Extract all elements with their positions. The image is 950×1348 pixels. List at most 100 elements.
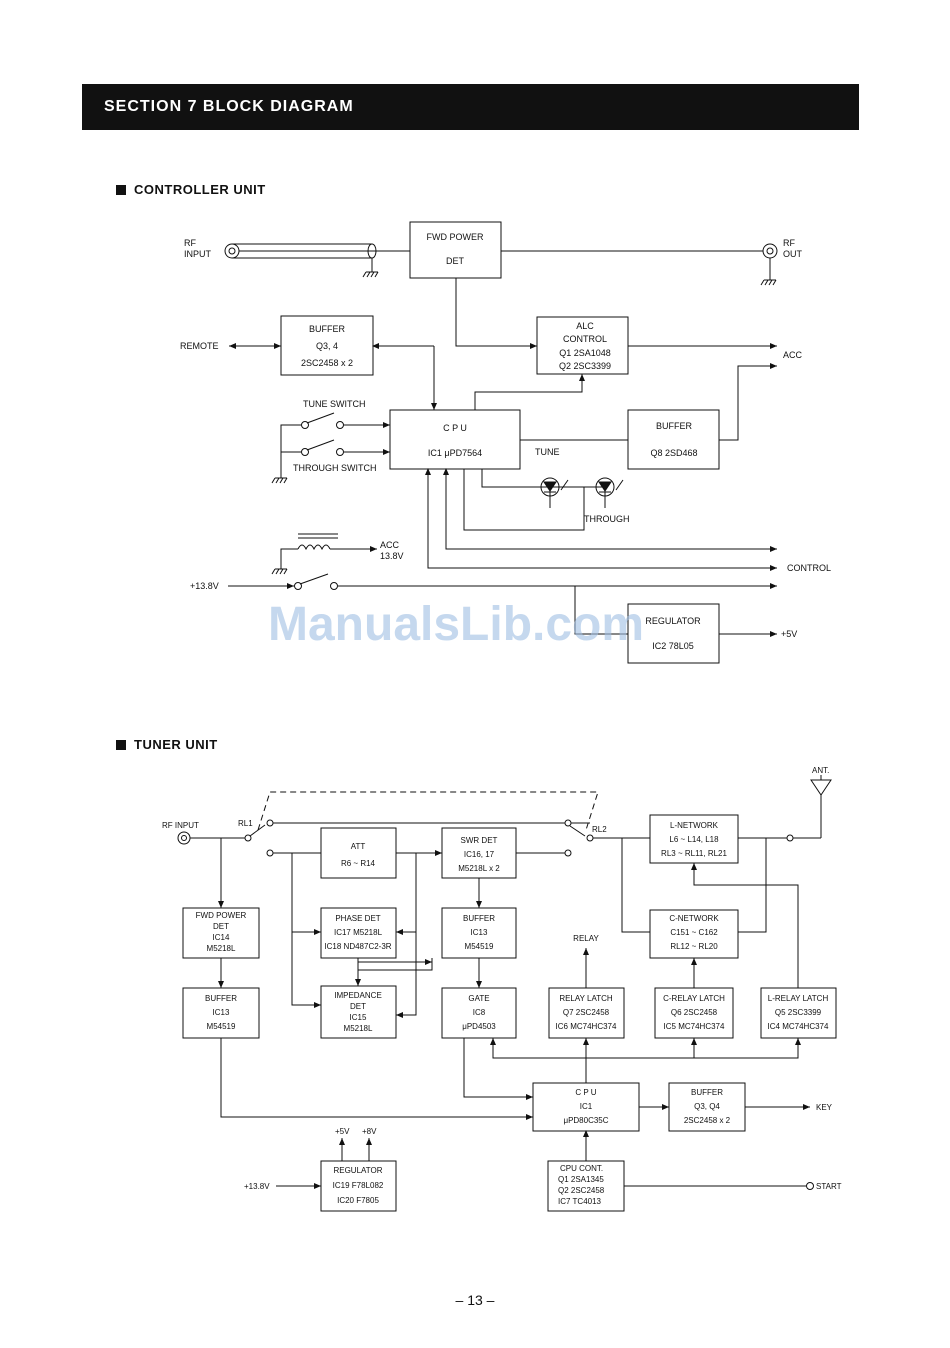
alc-title: ALC <box>576 321 594 331</box>
rf-out-label: RF <box>783 238 795 248</box>
buf34-q: Q3, Q4 <box>694 1102 720 1111</box>
lnet-coils: L6 ~ L14, L18 <box>669 835 719 844</box>
controller-heading: CONTROLLER UNIT <box>116 182 266 197</box>
clatch-ic: IC5 MC74HC374 <box>664 1022 725 1031</box>
remote-label: REMOTE <box>180 341 219 351</box>
tuner-rf-input-label: RF INPUT <box>162 821 199 830</box>
swr-ic: IC16, 17 <box>464 850 495 859</box>
square-bullet-icon <box>116 185 126 195</box>
rf-out-label-2: OUT <box>783 249 803 259</box>
llatch-ic: IC4 MC74HC374 <box>768 1022 829 1031</box>
controller-heading-text: CONTROLLER UNIT <box>134 182 266 197</box>
att-title: ATT <box>351 842 366 851</box>
swr-part: M5218L x 2 <box>458 864 500 873</box>
ant-label: ANT. <box>812 766 829 775</box>
cnet-title: C-NETWORK <box>669 914 719 923</box>
buffer1-transistors: 2SC2458 x 2 <box>301 358 353 368</box>
start-label: START <box>816 1182 842 1191</box>
buffer1-parts: Q3, 4 <box>316 341 338 351</box>
v5-label: +5V <box>781 629 797 639</box>
tune-led-label: TUNE <box>535 447 560 457</box>
alc-q2: Q2 2SC3399 <box>559 361 611 371</box>
buffer2-part: Q8 2SD468 <box>650 448 697 458</box>
page-number: – 13 – <box>455 1292 495 1308</box>
tuner-cpu-ic: IC1 <box>580 1102 593 1111</box>
buf13b-title: BUFFER <box>205 994 237 1003</box>
gate-title: GATE <box>468 994 489 1003</box>
rf-input-label-2: INPUT <box>184 249 212 259</box>
att-parts: R6 ~ R14 <box>341 859 376 868</box>
tune-switch-label: TUNE SWITCH <box>303 399 366 409</box>
llatch-q: Q5 2SC3399 <box>775 1008 822 1017</box>
buf13b-ic: IC13 <box>213 1008 230 1017</box>
key-label: KEY <box>816 1103 833 1112</box>
section-title: SECTION 7 BLOCK DIAGRAM <box>104 98 354 115</box>
imp-ic: IC15 <box>350 1013 367 1022</box>
imp-part: M5218L <box>344 1024 373 1033</box>
acc138-label: ACC <box>380 540 400 550</box>
tuner-heading: TUNER UNIT <box>116 737 218 752</box>
control-label: CONTROL <box>787 563 831 573</box>
regulator-ic: IC2 78L05 <box>652 641 694 651</box>
acc-label: ACC <box>783 350 803 360</box>
reg-title: REGULATOR <box>333 1166 382 1175</box>
llatch-title: L-RELAY LATCH <box>768 994 829 1003</box>
cpucont-q1: Q1 2SA1345 <box>558 1175 604 1184</box>
fwd-power-det: DET <box>446 256 465 266</box>
buf13a-title: BUFFER <box>463 914 495 923</box>
cnet-relays: RL12 ~ RL20 <box>670 942 718 951</box>
imp-title: IMPEDANCE <box>334 991 382 1000</box>
gate-part: μPD4503 <box>462 1022 496 1031</box>
cpucont-title: CPU CONT. <box>560 1164 603 1173</box>
cpu-title: C P U <box>443 423 467 433</box>
rlatch-ic: IC6 MC74HC374 <box>556 1022 617 1031</box>
phase-ic17: IC17 M5218L <box>334 928 383 937</box>
tuner-v138-label: +13.8V <box>244 1182 270 1191</box>
regulator-title: REGULATOR <box>645 616 701 626</box>
acc138-voltage: 13.8V <box>380 551 404 561</box>
buf13b-part: M54519 <box>207 1022 236 1031</box>
fwd-part: M5218L <box>207 944 236 953</box>
rf-input-label: RF <box>184 238 196 248</box>
tuner-heading-text: TUNER UNIT <box>134 737 218 752</box>
buf13a-part: M54519 <box>465 942 494 951</box>
through-switch-label: THROUGH SWITCH <box>293 463 377 473</box>
buffer1-title: BUFFER <box>309 324 346 334</box>
lnet-title: L-NETWORK <box>670 821 719 830</box>
cpucont-q2: Q2 2SC2458 <box>558 1186 605 1195</box>
imp-det: DET <box>350 1002 366 1011</box>
v138-label: +13.8V <box>190 581 219 591</box>
alc-q1: Q1 2SA1048 <box>559 348 611 358</box>
phase-ic18: IC18 ND487C2-3R <box>324 942 391 951</box>
square-bullet-icon <box>116 740 126 750</box>
rl2-label: RL2 <box>592 825 607 834</box>
alc-control: CONTROL <box>563 334 607 344</box>
through-led-label: THROUGH <box>584 514 630 524</box>
fwd-det: DET <box>213 922 229 931</box>
reg-ic19: IC19 F78L082 <box>333 1181 384 1190</box>
tuner-cpu-part: μPD80C35C <box>563 1116 608 1125</box>
buffer2-title: BUFFER <box>656 421 693 431</box>
reg-ic20: IC20 F7805 <box>337 1196 379 1205</box>
section-header: SECTION 7 BLOCK DIAGRAM <box>82 84 859 130</box>
tuner-v5-label: +5V <box>335 1127 350 1136</box>
clatch-title: C-RELAY LATCH <box>663 994 725 1003</box>
fwd-ic: IC14 <box>213 933 230 942</box>
cnet-caps: C151 ~ C162 <box>670 928 718 937</box>
buf13a-ic: IC13 <box>471 928 488 937</box>
swr-title: SWR DET <box>461 836 498 845</box>
rlatch-title: RELAY LATCH <box>559 994 613 1003</box>
lnet-relays: RL3 ~ RL11, RL21 <box>661 849 727 858</box>
relay-label: RELAY <box>573 934 599 943</box>
phase-title: PHASE DET <box>335 914 380 923</box>
fwd-power-label: FWD POWER <box>427 232 484 242</box>
gate-ic: IC8 <box>473 1008 486 1017</box>
rlatch-q: Q7 2SC2458 <box>563 1008 610 1017</box>
tuner-v8-label: +8V <box>362 1127 377 1136</box>
fwd-title: FWD POWER <box>196 911 247 920</box>
watermark-text: ManualsLib.com <box>268 598 644 651</box>
rl1-label: RL1 <box>238 819 253 828</box>
buf34-title: BUFFER <box>691 1088 723 1097</box>
buf34-part: 2SC2458 x 2 <box>684 1116 731 1125</box>
